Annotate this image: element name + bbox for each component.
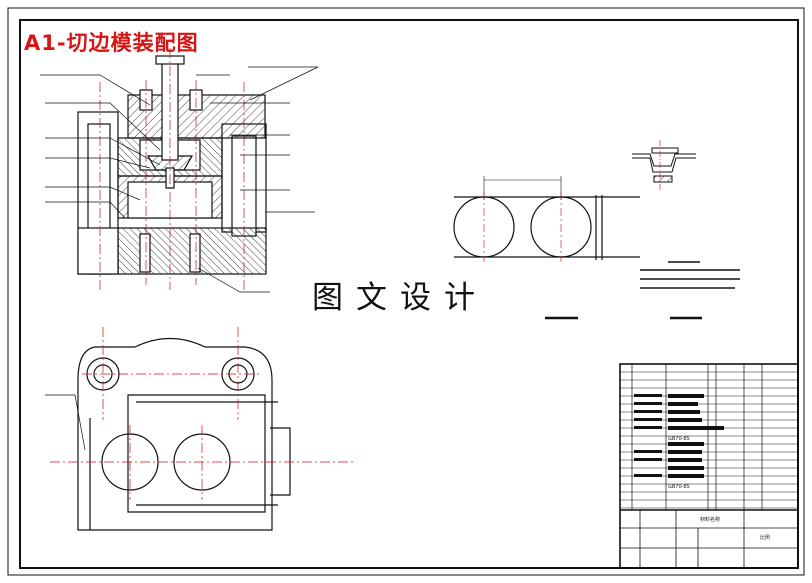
title-block (620, 509, 798, 568)
title-block-material-label: 材料名称 (700, 516, 720, 523)
front-section-view (77, 55, 267, 275)
technical-notes (640, 261, 740, 289)
parts-table (619, 363, 799, 569)
inner-frame (19, 19, 799, 569)
table-row-standard-2: GB70-85 (668, 484, 690, 490)
part-profile-detail (632, 140, 696, 190)
table-row-standard-1: GB70-85 (668, 436, 690, 442)
title-block-scale-label: 比例 (760, 534, 770, 541)
strip-center-lines (483, 192, 562, 262)
strip-view (453, 176, 640, 260)
leader-lines (40, 66, 319, 451)
watermark-text: 图文设计 (312, 280, 488, 316)
top-center-lines (50, 327, 356, 500)
top-plan-view (77, 338, 291, 531)
parts-table-rows (620, 371, 798, 509)
outer-frame (7, 7, 805, 576)
front-center-lines (99, 48, 245, 290)
drawing-title: A1-切边模装配图 (24, 31, 199, 55)
parts-table-fills (634, 394, 724, 478)
